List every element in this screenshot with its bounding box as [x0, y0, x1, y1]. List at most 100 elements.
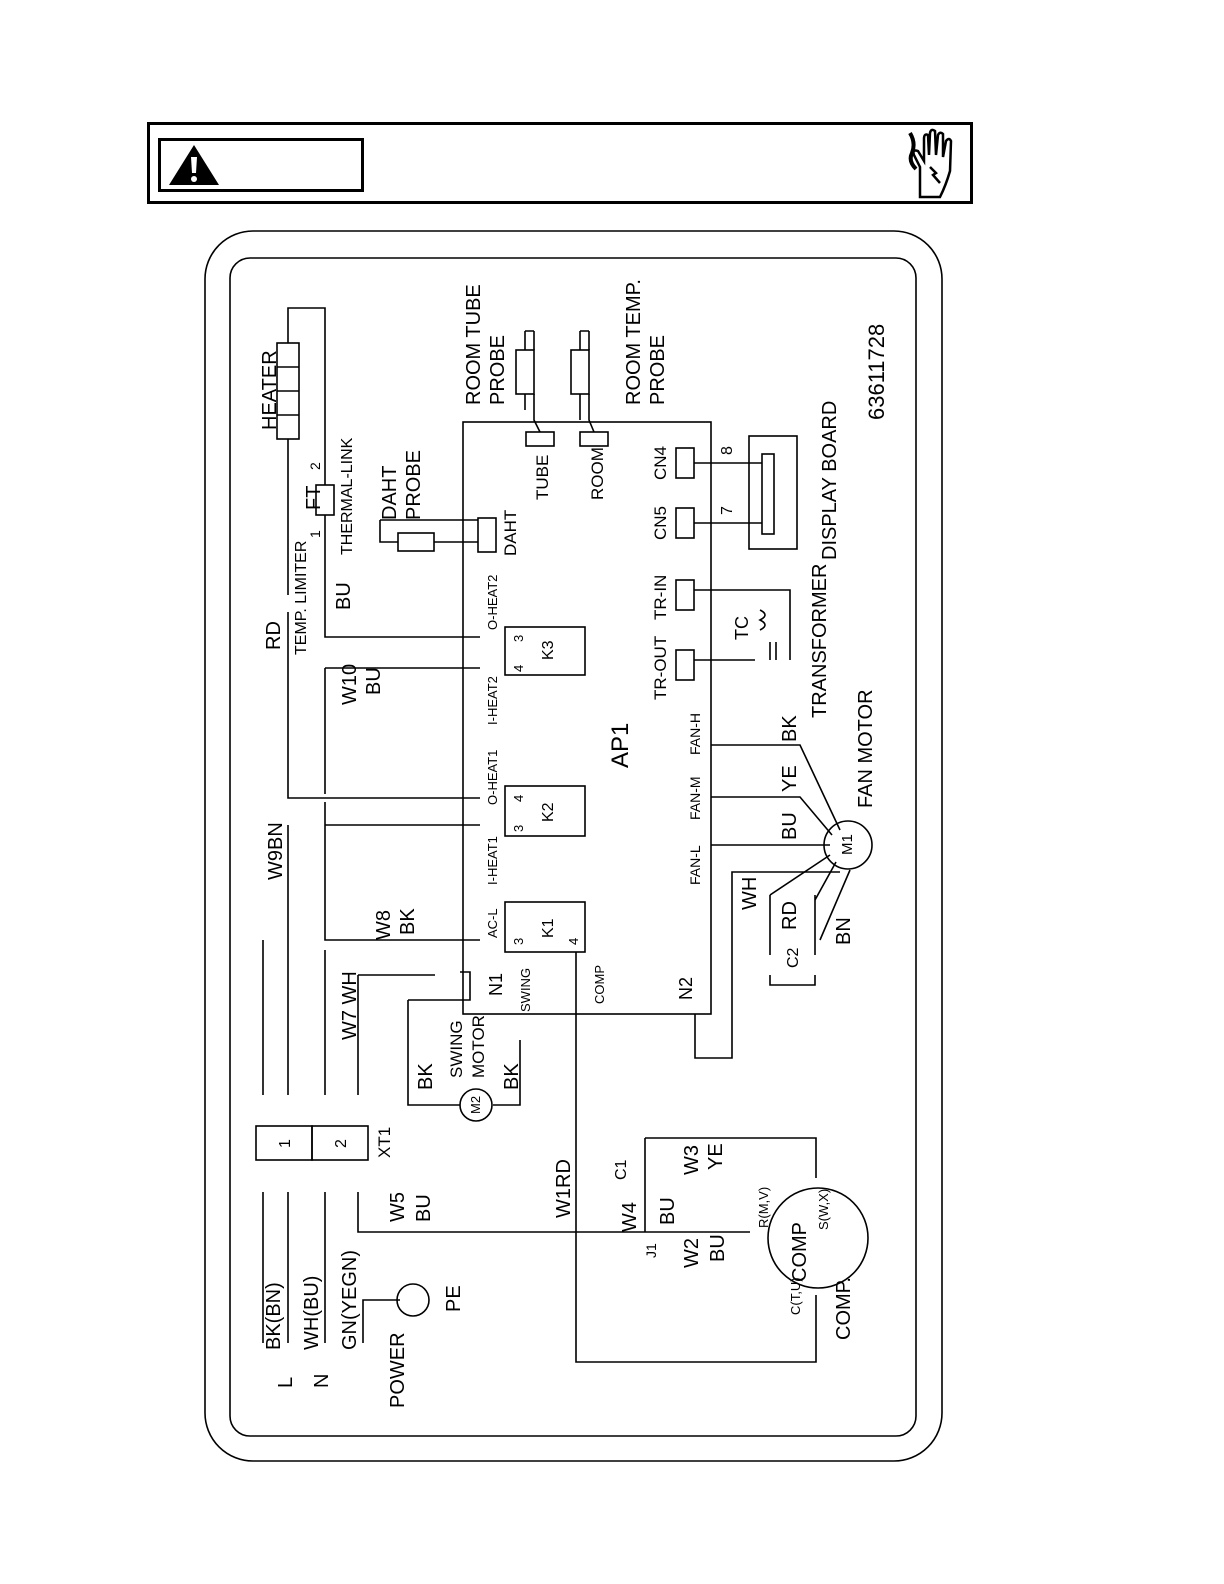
comp-dot-label: COMP. [833, 1277, 855, 1340]
w8-label: W8 [373, 910, 395, 940]
w2-label: W2 [681, 1238, 703, 1268]
fan-l-label: FAN-L [687, 845, 703, 885]
tube-connector-label: TUBE [533, 455, 552, 500]
room-temp-probe-label-2: PROBE [647, 335, 669, 405]
c-tu-label: C(T,U) [788, 1277, 803, 1315]
xt1-pin1-label: 1 [277, 1139, 294, 1148]
w9bn-label: W9BN [265, 822, 287, 880]
s-wx-label: S(W,X) [816, 1189, 831, 1230]
swing-motor-label-2: MOTOR [469, 1015, 488, 1078]
tr-in-label: TR-IN [651, 575, 670, 620]
electric-shock-hand-icon [908, 128, 953, 199]
swing-motor-label-1: SWING [447, 1020, 466, 1078]
bn-fan-label: BN [833, 917, 855, 945]
display-board-label: DISPLAY BOARD [819, 401, 841, 560]
w3-ye-label: YE [705, 1143, 727, 1170]
bk-bn-label: BK(BN) [263, 1282, 285, 1350]
c1-label: C1 [613, 1159, 630, 1180]
daht-probe-label-2: PROBE [403, 450, 425, 520]
o-heat1-label: O-HEAT1 [485, 750, 500, 805]
part-number: 63611728 [864, 324, 889, 420]
o-heat2-label: O-HEAT2 [485, 575, 500, 630]
w10-label: W10 [339, 664, 361, 705]
n1-label: N1 [486, 973, 506, 996]
bk-fan-label: BK [779, 715, 801, 742]
temp-limiter-label: TEMP. LIMITER [293, 541, 310, 655]
gn-yegn-label: GN(YEGN) [339, 1250, 361, 1350]
xt1-label: XT1 [375, 1127, 394, 1158]
bk-swing-label-2: BK [501, 1063, 523, 1090]
warning-banner [147, 122, 973, 204]
thermal-link-label: THERMAL-LINK [339, 437, 356, 555]
rd-heater-label: RD [263, 621, 285, 650]
comp-label: COMP [789, 1222, 811, 1282]
room-tube-probe-label-2: PROBE [487, 335, 509, 405]
fan-h-label: FAN-H [687, 713, 703, 755]
k3-pin4-label: 4 [511, 665, 526, 672]
warning-label-box [158, 138, 364, 192]
ft-pin2-label: 2 [307, 462, 323, 470]
w2-bu-label: BU [707, 1234, 729, 1262]
k1-label: K1 [540, 918, 557, 938]
bu-heater-label: BU [333, 582, 355, 610]
daht-connector-label: DAHT [501, 510, 520, 556]
k2-pin4-label: 4 [511, 795, 526, 802]
swing-pin-label: SWING [518, 968, 533, 1012]
i-heat2-label: I-HEAT2 [485, 676, 500, 725]
room-tube-probe-label-1: ROOM TUBE [463, 284, 485, 405]
daht-probe-label-1: DAHT [379, 466, 401, 520]
k3-pin3-label: 3 [511, 635, 526, 642]
w4-label: W4 [619, 1202, 641, 1232]
k3-label: K3 [540, 640, 557, 660]
power-label: POWER [387, 1332, 409, 1408]
rd-fan-label: RD [779, 901, 801, 930]
room-connector-label: ROOM [588, 447, 607, 500]
fan-motor-label: FAN MOTOR [855, 689, 877, 808]
k2-pin3-label: 3 [511, 825, 526, 832]
ft-pin1-label: 1 [307, 530, 323, 538]
l-label: L [275, 1377, 297, 1388]
i-heat1-label: I-HEAT1 [485, 836, 500, 885]
fan-m-label: FAN-M [687, 776, 703, 820]
heater-label: HEATER [259, 350, 281, 430]
w10-bu-label: BU [363, 667, 385, 695]
k1-pin3-label: 3 [511, 938, 526, 945]
ac-l-label: AC-L [485, 908, 500, 938]
w3-label: W3 [681, 1145, 703, 1175]
w5-label: W5 [387, 1192, 409, 1222]
warning-triangle-icon [169, 145, 219, 185]
transformer-label: TRANSFORMER [809, 564, 831, 718]
n-label: N [311, 1374, 333, 1388]
cn4-pin-label: 8 [719, 446, 736, 455]
j1-label: J1 [643, 1243, 659, 1258]
w1rd-label: W1RD [553, 1159, 575, 1218]
wh-bu-label: WH(BU) [301, 1276, 323, 1350]
wh-fan-label: WH [739, 877, 761, 910]
m1-label: M1 [839, 834, 856, 855]
bu-fan-label: BU [779, 812, 801, 840]
ap1-label: AP1 [607, 723, 634, 768]
bk-swing-label-1: BK [415, 1063, 437, 1090]
pe-label: PE [443, 1285, 465, 1312]
w7wh-label: W7 WH [339, 971, 361, 1040]
cn4-label: CN4 [651, 446, 670, 480]
tr-out-label: TR-OUT [651, 636, 670, 700]
xt1-pin2-label: 2 [333, 1139, 350, 1148]
w8-bk-label: BK [397, 908, 419, 935]
room-temp-probe-label-1: ROOM TEMP. [623, 279, 645, 405]
m2-label: M2 [468, 1096, 483, 1114]
cn5-pin-label: 7 [719, 506, 736, 515]
cn5-label: CN5 [651, 506, 670, 540]
w5-bu-label: BU [413, 1194, 435, 1222]
ft-label: FT [303, 486, 325, 510]
tc-label: TC [732, 616, 752, 640]
k2-label: K2 [540, 802, 557, 822]
ye-fan-label: YE [779, 765, 801, 792]
w4-bu-label: BU [657, 1197, 679, 1225]
comp-pin-label: COMP [592, 965, 607, 1004]
c2-label: C2 [785, 947, 802, 968]
n2-label: N2 [676, 977, 696, 1000]
r-mv-label: R(M,V) [756, 1187, 771, 1228]
k1-pin4-label: 4 [566, 938, 581, 945]
